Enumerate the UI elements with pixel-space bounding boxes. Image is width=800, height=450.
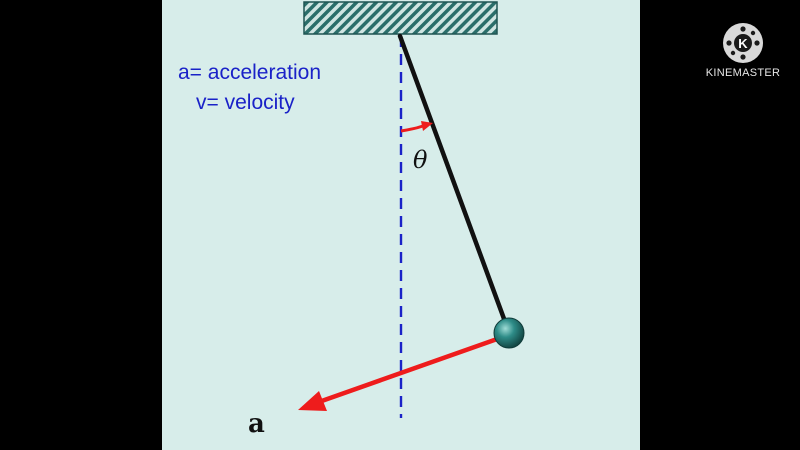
acceleration-arrow xyxy=(313,335,503,406)
legend-velocity: v= velocity xyxy=(196,91,295,114)
pendulum-bob xyxy=(493,317,525,349)
acceleration-vector-label: a xyxy=(248,409,265,439)
angle-arc-arrow xyxy=(400,124,424,133)
pendulum-string xyxy=(397,33,510,330)
fixed-support xyxy=(303,1,498,35)
watermark-brand-text: KINEMASTER xyxy=(705,67,781,79)
svg-text:K: K xyxy=(738,36,748,51)
acceleration-arrowhead xyxy=(298,391,327,411)
kinemaster-watermark: K KINEMASTER xyxy=(700,22,786,79)
legend-acceleration: a= acceleration xyxy=(178,61,322,84)
kinemaster-logo-icon: K xyxy=(723,23,763,63)
angle-theta-label: θ xyxy=(413,146,428,174)
angle-arc-arrowhead xyxy=(421,121,433,131)
